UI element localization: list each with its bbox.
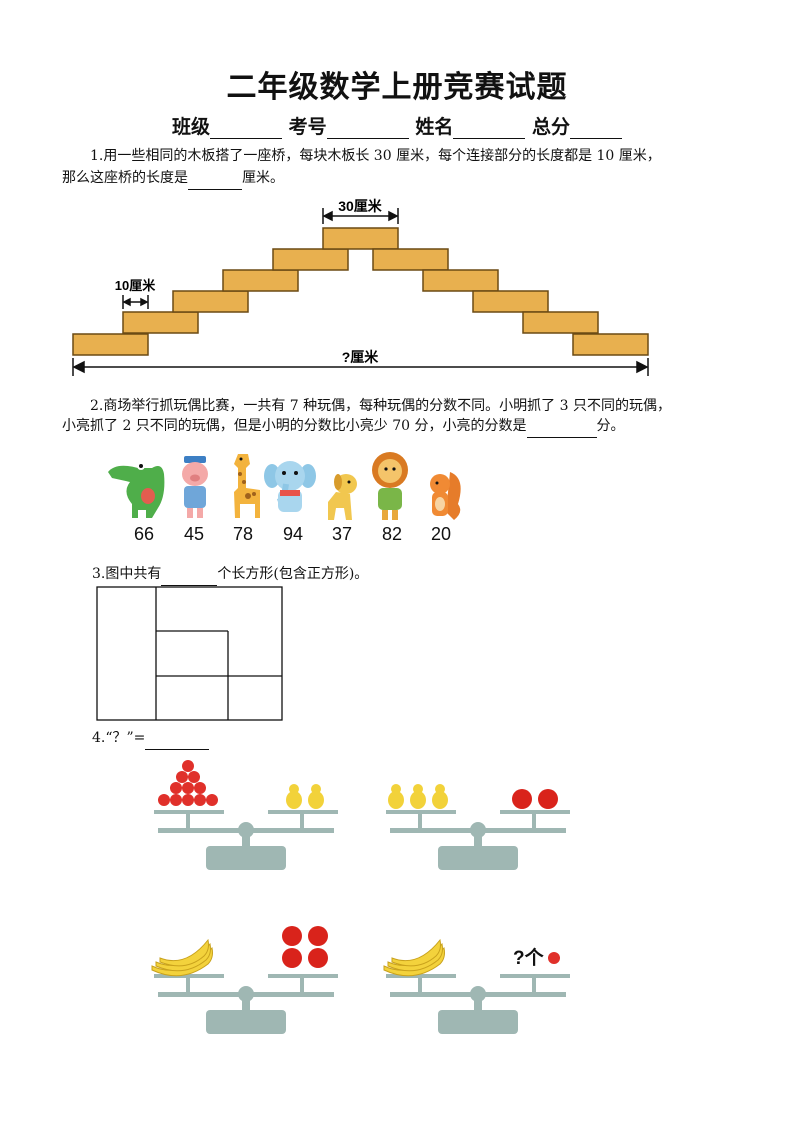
balance-scale-1	[154, 760, 338, 870]
dog-icon	[328, 474, 357, 520]
rectangles-figure	[96, 586, 283, 721]
apples-2	[512, 789, 558, 809]
plank	[322, 227, 399, 250]
question-1-text: 那么这座桥的长度是	[62, 170, 188, 186]
unknown-count-label: ?个	[513, 947, 545, 969]
strawberries-10	[158, 760, 218, 806]
elephant-icon	[264, 461, 316, 512]
lion-icon	[372, 452, 408, 520]
doll-score: 66	[133, 524, 155, 544]
giraffe-icon	[234, 454, 260, 518]
balance-scale-2	[386, 784, 570, 870]
apples-4	[282, 926, 328, 968]
plank	[272, 248, 349, 271]
answer-4-blank[interactable]	[145, 749, 210, 750]
pig-icon	[182, 456, 208, 518]
question-2-line-1: 2.商场举行抓玩偶比赛，一共有 7 种玩偶，每种玩偶的分数不同。小明抓了 3 只…	[90, 398, 671, 414]
plank	[572, 333, 649, 356]
bananas-5	[151, 938, 213, 977]
class-label: 班级	[172, 116, 211, 138]
question-2-line-2: 小亮抓了 2 只不同的玩偶，但是小明的分数比小亮少 70 分，小亮的分数是 分。	[62, 414, 742, 438]
plank	[422, 269, 499, 292]
answer-3-blank[interactable]	[161, 585, 218, 586]
question-2-text: 小亮抓了 2 只不同的玩偶，但是小明的分数比小亮少 70 分，小亮的分数是	[62, 418, 527, 434]
answer-1-blank[interactable]	[188, 189, 242, 190]
pears-2	[286, 784, 324, 809]
plank	[72, 333, 149, 356]
page-title: 二年级数学上册竞赛试题	[226, 70, 568, 105]
plank	[172, 290, 249, 313]
plank	[522, 311, 599, 334]
joint-length-arrow	[122, 295, 149, 309]
question-1-unit: 厘米。	[242, 170, 284, 186]
question-4-text: 4.“？”=	[92, 730, 146, 746]
question-3-line: 3.图中共有 个长方形(包含正方形)。	[92, 562, 772, 586]
bananas-5	[383, 938, 445, 977]
doll-score: 78	[232, 524, 254, 544]
doll-score: 37	[331, 524, 353, 544]
balance-scale-4: ?个	[383, 938, 570, 1034]
bridge-diagram: 30厘米 10厘米 ?厘米	[72, 198, 649, 376]
doll-score: 82	[381, 524, 403, 544]
exam-no-label: 考号	[288, 116, 327, 138]
doll-score: 94	[282, 524, 304, 544]
question-1-line-2: 那么这座桥的长度是 厘米。	[62, 166, 742, 190]
question-1-line-1: 1.用一些相同的木板搭了一座桥，每块木板长 30 厘米，每个连接部分的长度都是 …	[90, 148, 661, 164]
class-blank[interactable]	[210, 138, 283, 139]
strawberry-icon	[548, 952, 560, 964]
answer-2-blank[interactable]	[526, 437, 597, 438]
dolls-row	[108, 452, 461, 520]
board-length-arrow	[322, 208, 399, 224]
crocodile-icon	[108, 462, 165, 518]
doll-score: 45	[183, 524, 205, 544]
total-length-label: ?厘米	[342, 349, 380, 365]
question-4-line: 4.“？”=	[92, 726, 772, 750]
squirrel-icon	[430, 472, 461, 520]
plank	[372, 248, 449, 271]
joint-length-label: 10厘米	[115, 278, 156, 293]
name-label: 姓名	[415, 116, 454, 138]
exam-no-blank[interactable]	[326, 138, 409, 139]
question-3-suffix: 个长方形(包含正方形)。	[217, 566, 369, 582]
balance-scale-3	[151, 926, 338, 1034]
pears-3	[388, 784, 448, 809]
name-blank[interactable]	[453, 138, 526, 139]
plank	[122, 311, 199, 334]
doll-score: 20	[430, 524, 452, 544]
plank	[472, 290, 549, 313]
total-label: 总分	[531, 116, 570, 138]
plank	[222, 269, 299, 292]
question-2-unit: 分。	[596, 418, 625, 434]
student-info-line: 班级 考号 姓名 总分	[0, 112, 794, 139]
question-3-text: 3.图中共有	[92, 566, 162, 582]
board-length-label: 30厘米	[338, 198, 383, 214]
total-length-arrow	[72, 358, 649, 376]
total-blank[interactable]	[569, 138, 622, 139]
